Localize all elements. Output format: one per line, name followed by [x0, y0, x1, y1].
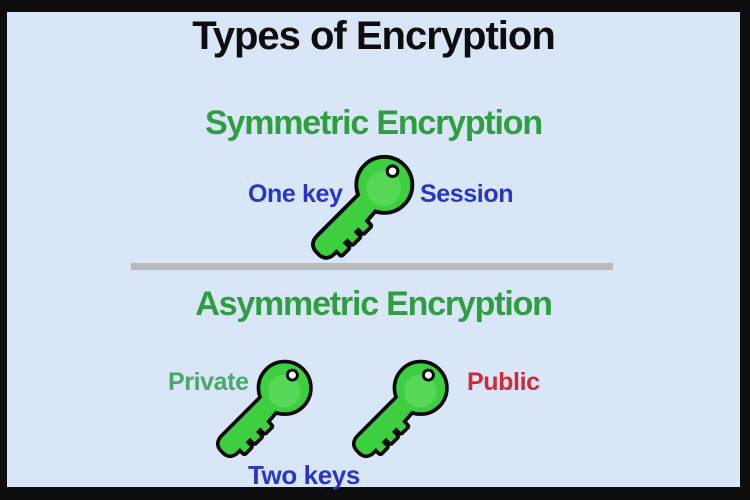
public-key-label: Public [467, 368, 540, 396]
one-key-label: One key [248, 180, 343, 208]
key-icon [215, 358, 320, 463]
page-title: Types of Encryption [192, 14, 556, 58]
key-icon [351, 358, 456, 463]
session-label: Session [420, 180, 514, 208]
section-divider [131, 263, 613, 270]
private-key-label: Private [168, 368, 249, 396]
two-keys-label: Two keys [248, 460, 360, 490]
key-icon [310, 153, 422, 265]
asymmetric-section-heading: Asymmetric Encryption [195, 285, 553, 323]
symmetric-section-heading: Symmetric Encryption [205, 104, 543, 142]
